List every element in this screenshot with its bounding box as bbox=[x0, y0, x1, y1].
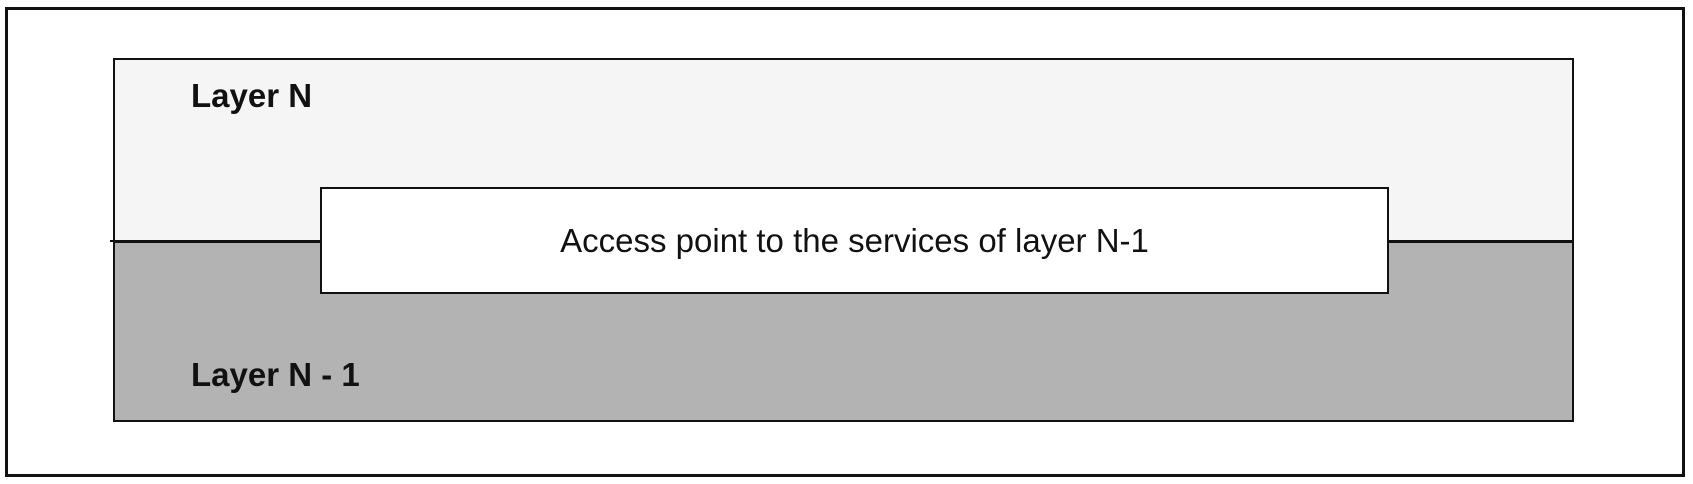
layer-n-minus-1-label: Layer N - 1 bbox=[191, 356, 360, 393]
layer-n-label: Layer N bbox=[191, 77, 313, 114]
access-point-box: Access point to the services of layer N-… bbox=[320, 187, 1389, 294]
access-point-label: Access point to the services of layer N-… bbox=[560, 221, 1149, 259]
